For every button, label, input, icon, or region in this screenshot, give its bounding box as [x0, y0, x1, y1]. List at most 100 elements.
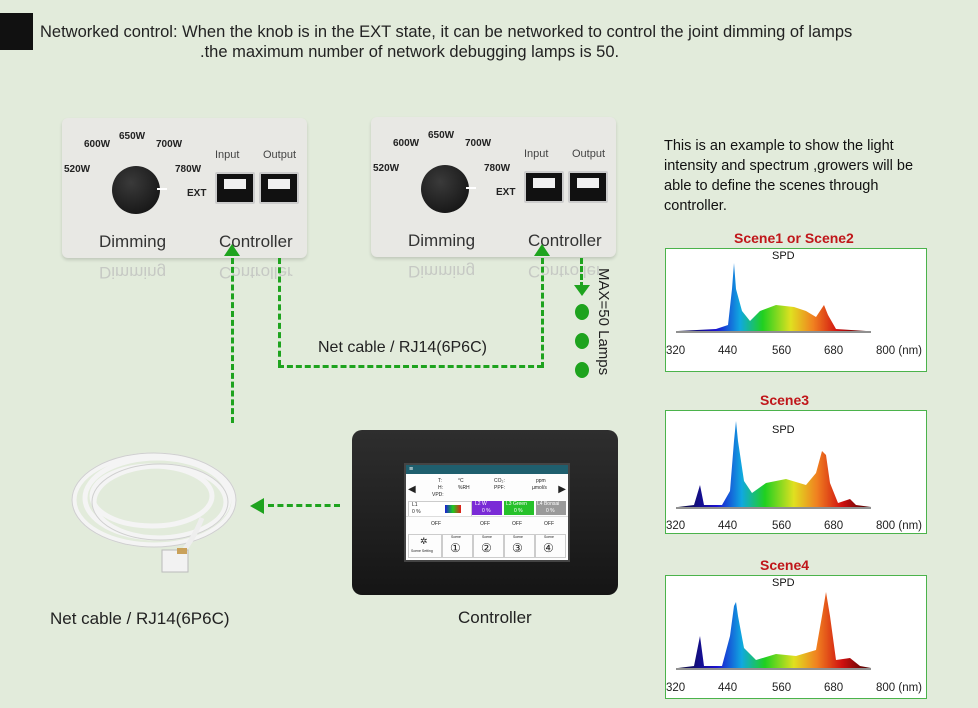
- spd-curve-2: [676, 421, 871, 509]
- dimming-knob[interactable]: [112, 166, 167, 214]
- caption-net-cable: Net cable / RJ14(6P6C): [50, 609, 230, 628]
- scene-2-number: ②: [481, 541, 492, 555]
- rh-unit: %RH: [458, 485, 470, 491]
- scene-3-button[interactable]: Scene ③: [504, 534, 535, 558]
- dimmer-panel-2: 600W 650W 700W 520W 780W EXT Input Outpu…: [371, 117, 616, 281]
- dash-to-cable: [268, 504, 340, 507]
- scene-2-label: Scene: [482, 535, 492, 539]
- tick-680: 680: [824, 520, 844, 532]
- label-520w: 520W: [64, 164, 91, 175]
- tick-440: 440: [718, 345, 738, 357]
- dash-loop-bottom: [278, 365, 543, 368]
- l3-value: 0 %: [514, 508, 523, 514]
- black-tab: [0, 13, 33, 50]
- label-600w: 600W: [393, 138, 420, 149]
- input-port: [524, 171, 564, 203]
- header-text: Networked control: When the knob is in t…: [40, 22, 852, 62]
- l3-label: L3 Green: [506, 501, 527, 507]
- tick-320: 320: [666, 520, 686, 532]
- channel-row: L1 0 % L2 W 0 % L3 Green 0 % L4 Bonsai 0…: [406, 501, 568, 517]
- label-700w: 700W: [156, 139, 183, 150]
- label-650w: 650W: [119, 131, 146, 142]
- dimmer-panel-1: 600W 650W 700W 520W 780W EXT Input Outpu…: [62, 118, 307, 282]
- spd-chart-2: SPD 320 440 560 680 800 (nm): [665, 410, 927, 534]
- dash-loop-left: [278, 258, 281, 366]
- scene-1-number: ①: [450, 541, 461, 555]
- lamp-dot-1: [575, 304, 589, 320]
- header-line-2: .the maximum number of network debugging…: [200, 43, 620, 61]
- output-label: Output: [572, 148, 606, 160]
- net-cable-image: [71, 452, 237, 573]
- scene-1-label: Scene: [451, 535, 461, 539]
- spd-title-2: Scene3: [760, 392, 810, 408]
- off-l4[interactable]: OFF: [544, 521, 554, 527]
- output-port: [259, 172, 299, 204]
- l2-value: 0 %: [482, 508, 491, 514]
- arrow-up-left: [224, 244, 240, 256]
- scene-3-number: ③: [512, 541, 523, 555]
- gear-icon: ✲: [420, 536, 428, 546]
- scene-2-button[interactable]: Scene ②: [473, 534, 504, 558]
- output-port: [568, 171, 608, 203]
- arrow-left: [250, 498, 264, 514]
- temp-label: T:: [438, 478, 442, 484]
- label-650w: 650W: [428, 130, 455, 141]
- info-text: This is an example to show the light int…: [664, 138, 914, 214]
- channel-l2[interactable]: L2 W 0 %: [472, 501, 502, 515]
- dimming-label: Dimming: [99, 232, 167, 251]
- tick-680: 680: [824, 682, 844, 694]
- tick-560: 560: [772, 682, 792, 694]
- scene-setting-button[interactable]: ✲ Scene Setting: [408, 534, 442, 558]
- channel-l1[interactable]: L1 0 %: [408, 501, 472, 517]
- l4-label: L4 Bonsai: [537, 501, 560, 507]
- input-label: Input: [524, 148, 549, 160]
- l1-value: 0 %: [412, 509, 421, 515]
- scene-4-button[interactable]: Scene ④: [535, 534, 566, 558]
- channel-l4[interactable]: L4 Bonsai 0 %: [536, 501, 566, 515]
- tick-320: 320: [666, 345, 686, 357]
- output-label: Output: [263, 149, 297, 161]
- label-700w: 700W: [465, 138, 492, 149]
- prev-arrow-icon[interactable]: ◀: [408, 484, 416, 495]
- label-520w: 520W: [373, 163, 400, 174]
- controller-screen: ≡ ◀ ▶ T: H: VPD: °C %RH CO₂: PPF: ppm µm…: [404, 463, 570, 562]
- scene-row: ✲ Scene Setting Scene ① Scene ② Scene ③ …: [406, 534, 568, 558]
- ppf-label: PPF:: [494, 485, 506, 491]
- max-lamps-label: MAX=50 Lamps: [595, 268, 612, 376]
- lamp-dot-2: [575, 333, 589, 349]
- spd-title-3: Scene4: [760, 557, 810, 573]
- lamp-dot-3: [575, 362, 589, 378]
- dimming-label: Dimming: [408, 231, 476, 250]
- off-row: OFF OFF OFF OFF: [406, 516, 568, 531]
- arrow-up-right: [534, 244, 550, 256]
- l1-label: L1: [412, 502, 418, 508]
- dash-down-right: [580, 258, 583, 288]
- off-l3[interactable]: OFF: [512, 521, 522, 527]
- label-ext: EXT: [496, 187, 516, 198]
- input-label: Input: [215, 149, 240, 161]
- spd-chart-1: SPD 320 440 560 680 800 (nm): [665, 248, 927, 372]
- tick-440: 440: [718, 520, 738, 532]
- dimming-knob[interactable]: [421, 165, 476, 213]
- channel-l3[interactable]: L3 Green 0 %: [504, 501, 534, 515]
- scene-1-button[interactable]: Scene ①: [442, 534, 473, 558]
- caption-controller: Controller: [458, 608, 532, 627]
- header-line-1: Networked control: When the knob is in t…: [40, 23, 853, 41]
- spd-label: SPD: [772, 577, 795, 589]
- dimming-reflection: Dimming: [99, 263, 167, 282]
- off-l1[interactable]: OFF: [431, 521, 441, 527]
- umol-unit: µmol/s: [532, 485, 547, 491]
- spd-title-1: Scene1 or Scene2: [734, 230, 854, 246]
- spectrum-icon: [445, 505, 461, 513]
- temp-unit: °C: [458, 478, 464, 484]
- scene-4-label: Scene: [544, 535, 554, 539]
- scene-setting-label: Scene Setting: [411, 549, 433, 553]
- spd-label: SPD: [772, 250, 795, 262]
- off-l2[interactable]: OFF: [480, 521, 490, 527]
- dash-loop-right: [541, 258, 544, 368]
- next-arrow-icon[interactable]: ▶: [558, 484, 566, 495]
- menu-icon[interactable]: ≡: [409, 466, 414, 473]
- tick-440: 440: [718, 682, 738, 694]
- input-port: [215, 172, 255, 204]
- spd-curve-1: [676, 263, 871, 333]
